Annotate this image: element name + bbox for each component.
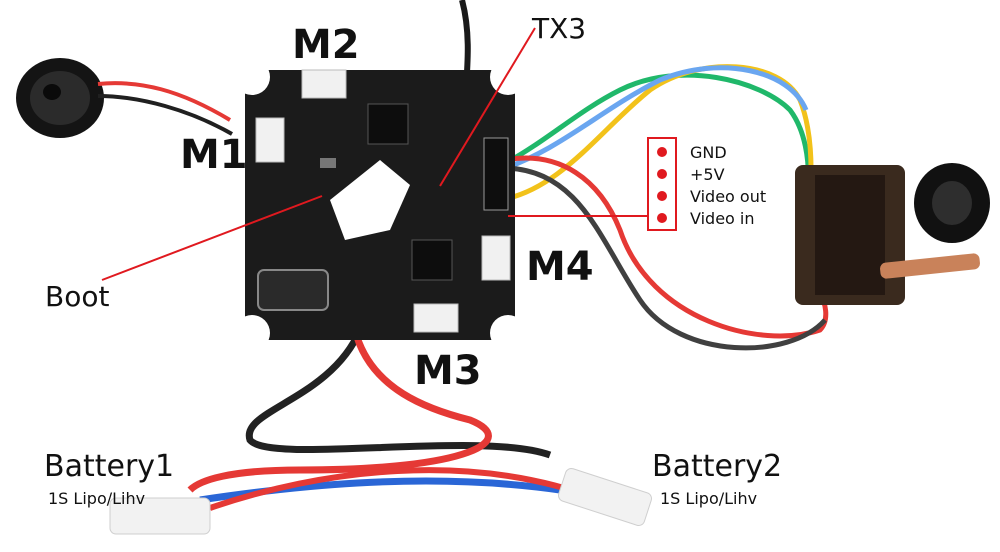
motor-label-m4: M4 <box>526 244 594 290</box>
boot-callout-line <box>101 195 323 281</box>
buzzer <box>16 58 233 138</box>
motor-label-m3: M3 <box>414 348 482 394</box>
pin-dot-video-out <box>657 191 667 201</box>
battery1-label: Battery1 <box>44 449 174 484</box>
battery2-spec: 1S Lipo/Lihv <box>660 489 757 508</box>
battery1-spec: 1S Lipo/Lihv <box>48 489 145 508</box>
battery2-label: Battery2 <box>652 449 782 484</box>
battery-wires <box>109 328 652 535</box>
pin-dot-5v <box>657 169 667 179</box>
pin-label-video-in: Video in <box>690 209 755 228</box>
pin-label-video-out: Video out <box>690 187 766 206</box>
tx3-callout-line <box>439 27 536 187</box>
pin-dot-gnd <box>657 147 667 157</box>
fpv-camera <box>795 163 990 305</box>
tx3-label: TX3 <box>531 12 586 45</box>
motor-label-m1: M1 <box>180 132 248 178</box>
pin-label-gnd: GND <box>690 143 727 162</box>
boot-label: Boot <box>45 280 109 313</box>
pin-dot-video-in <box>657 213 667 223</box>
motor-label-m2: M2 <box>292 22 360 68</box>
camera-wires <box>439 64 829 351</box>
pin-label-5v: +5V <box>690 165 725 184</box>
flight-controller-board <box>234 59 526 351</box>
